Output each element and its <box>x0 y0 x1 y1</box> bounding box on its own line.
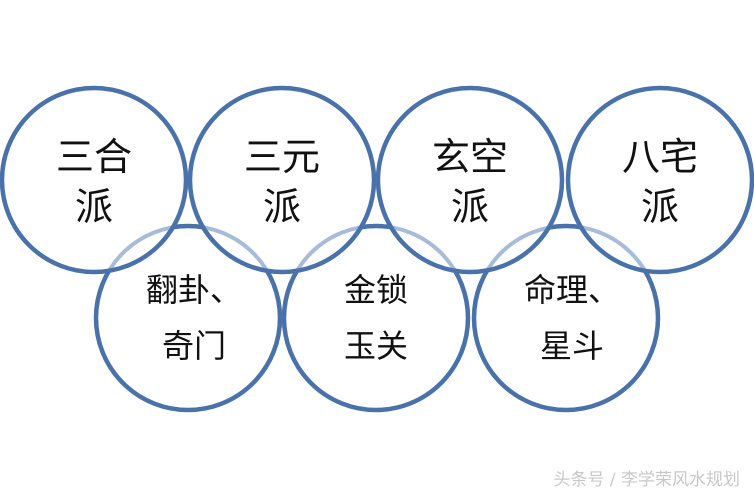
label-mingli-xingdou: 命理、 星斗 <box>482 274 662 362</box>
label-line: 奇门 <box>161 327 226 365</box>
label-line: 八宅 <box>621 135 698 179</box>
label-line: 星斗 <box>539 327 604 365</box>
label-xuankong: 玄空 派 <box>380 138 560 226</box>
ring-top-3 <box>375 85 565 275</box>
label-line: 派 <box>640 185 679 229</box>
ring-top-2 <box>187 85 377 275</box>
label-sanyuan: 三元 派 <box>192 138 372 226</box>
label-line: 派 <box>262 185 301 229</box>
label-line: 金锁 <box>343 271 408 309</box>
label-fangua-qimen: 翻卦、 奇门 <box>104 274 284 362</box>
label-line: 玄空 <box>431 135 508 179</box>
ring-bottom-1 <box>93 223 283 413</box>
ring-top-1 <box>0 85 189 275</box>
watermark: 头条号 / 李学荣风水规划 <box>553 470 740 490</box>
label-line: 翻卦、 <box>145 271 242 309</box>
label-bazhai: 八宅 派 <box>570 138 750 226</box>
label-line: 三合 <box>55 135 132 179</box>
label-line: 三元 <box>243 135 320 179</box>
label-line: 派 <box>450 185 489 229</box>
label-jinsuo-yuguan: 金锁 玉关 <box>286 274 466 362</box>
label-line: 派 <box>74 185 113 229</box>
ring-top-4 <box>565 85 754 275</box>
ring-bottom-3 <box>471 223 661 413</box>
ring-bottom-2 <box>281 223 471 413</box>
label-line: 玉关 <box>343 327 408 365</box>
label-line: 命理、 <box>523 271 620 309</box>
label-sanhe: 三合 派 <box>4 138 184 226</box>
